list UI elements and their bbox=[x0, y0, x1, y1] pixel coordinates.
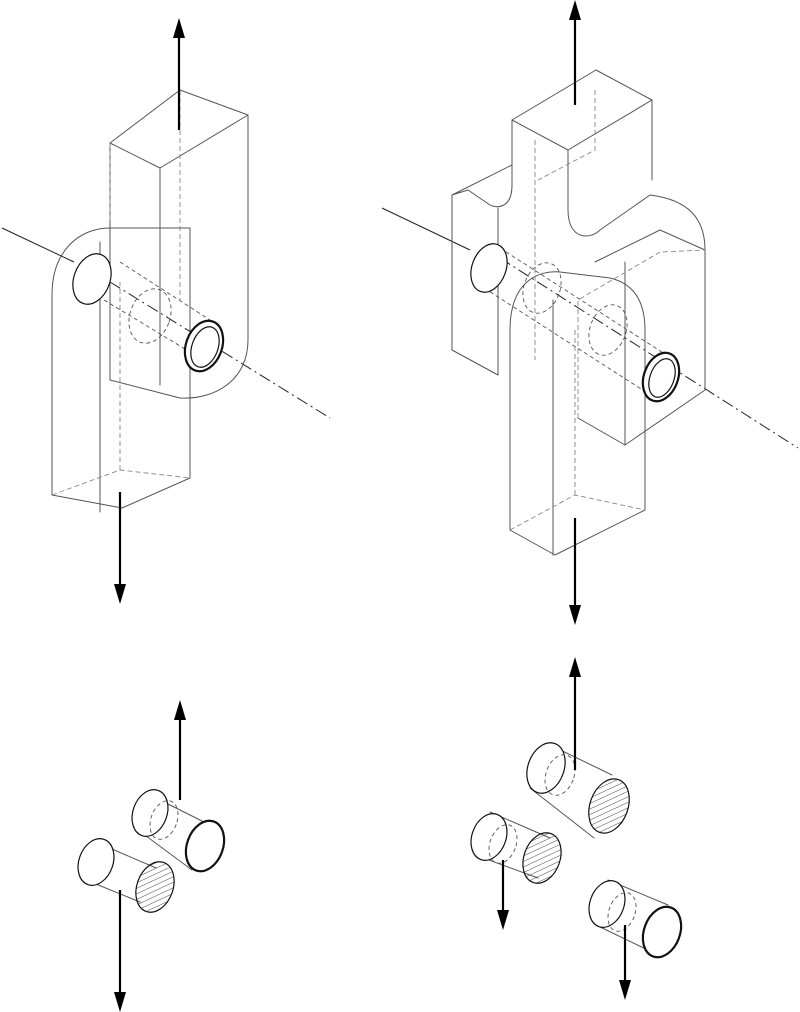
eye-bar bbox=[509, 271, 646, 556]
force-arrow-up bbox=[569, 0, 581, 105]
pin bbox=[72, 253, 225, 373]
pin-centerline bbox=[381, 207, 471, 251]
double-shear-joint bbox=[381, 0, 799, 625]
single-shear-pin-free-body bbox=[77, 700, 226, 1012]
pin bbox=[470, 243, 681, 403]
pin-segment-lower bbox=[77, 838, 175, 913]
lower-member bbox=[51, 227, 191, 513]
force-arrow-down bbox=[114, 890, 126, 1012]
single-shear-joint bbox=[1, 18, 331, 604]
hatched-shear-face bbox=[135, 861, 175, 913]
force-arrow-down-right bbox=[619, 925, 631, 1000]
force-arrow-up bbox=[174, 700, 186, 800]
double-shear-pin-free-body bbox=[470, 657, 683, 1000]
pin-segment-left bbox=[470, 811, 562, 884]
clevis-fork bbox=[451, 69, 706, 446]
pin-centerline-dashed bbox=[499, 257, 799, 449]
force-arrow-down bbox=[569, 518, 581, 625]
upper-member bbox=[109, 89, 249, 399]
force-arrow-up bbox=[569, 657, 581, 770]
hatched-shear-face bbox=[588, 778, 630, 834]
force-arrow-up bbox=[173, 18, 185, 130]
force-arrow-down-left bbox=[497, 860, 509, 930]
pin-centerline-dashed bbox=[109, 281, 331, 419]
force-arrow-down bbox=[114, 492, 126, 604]
pin-segment-middle bbox=[526, 742, 630, 839]
hatched-shear-face bbox=[522, 832, 562, 884]
pin-segment-upper bbox=[131, 789, 226, 873]
pin-segment-right bbox=[588, 879, 683, 959]
pin-centerline bbox=[1, 227, 75, 263]
